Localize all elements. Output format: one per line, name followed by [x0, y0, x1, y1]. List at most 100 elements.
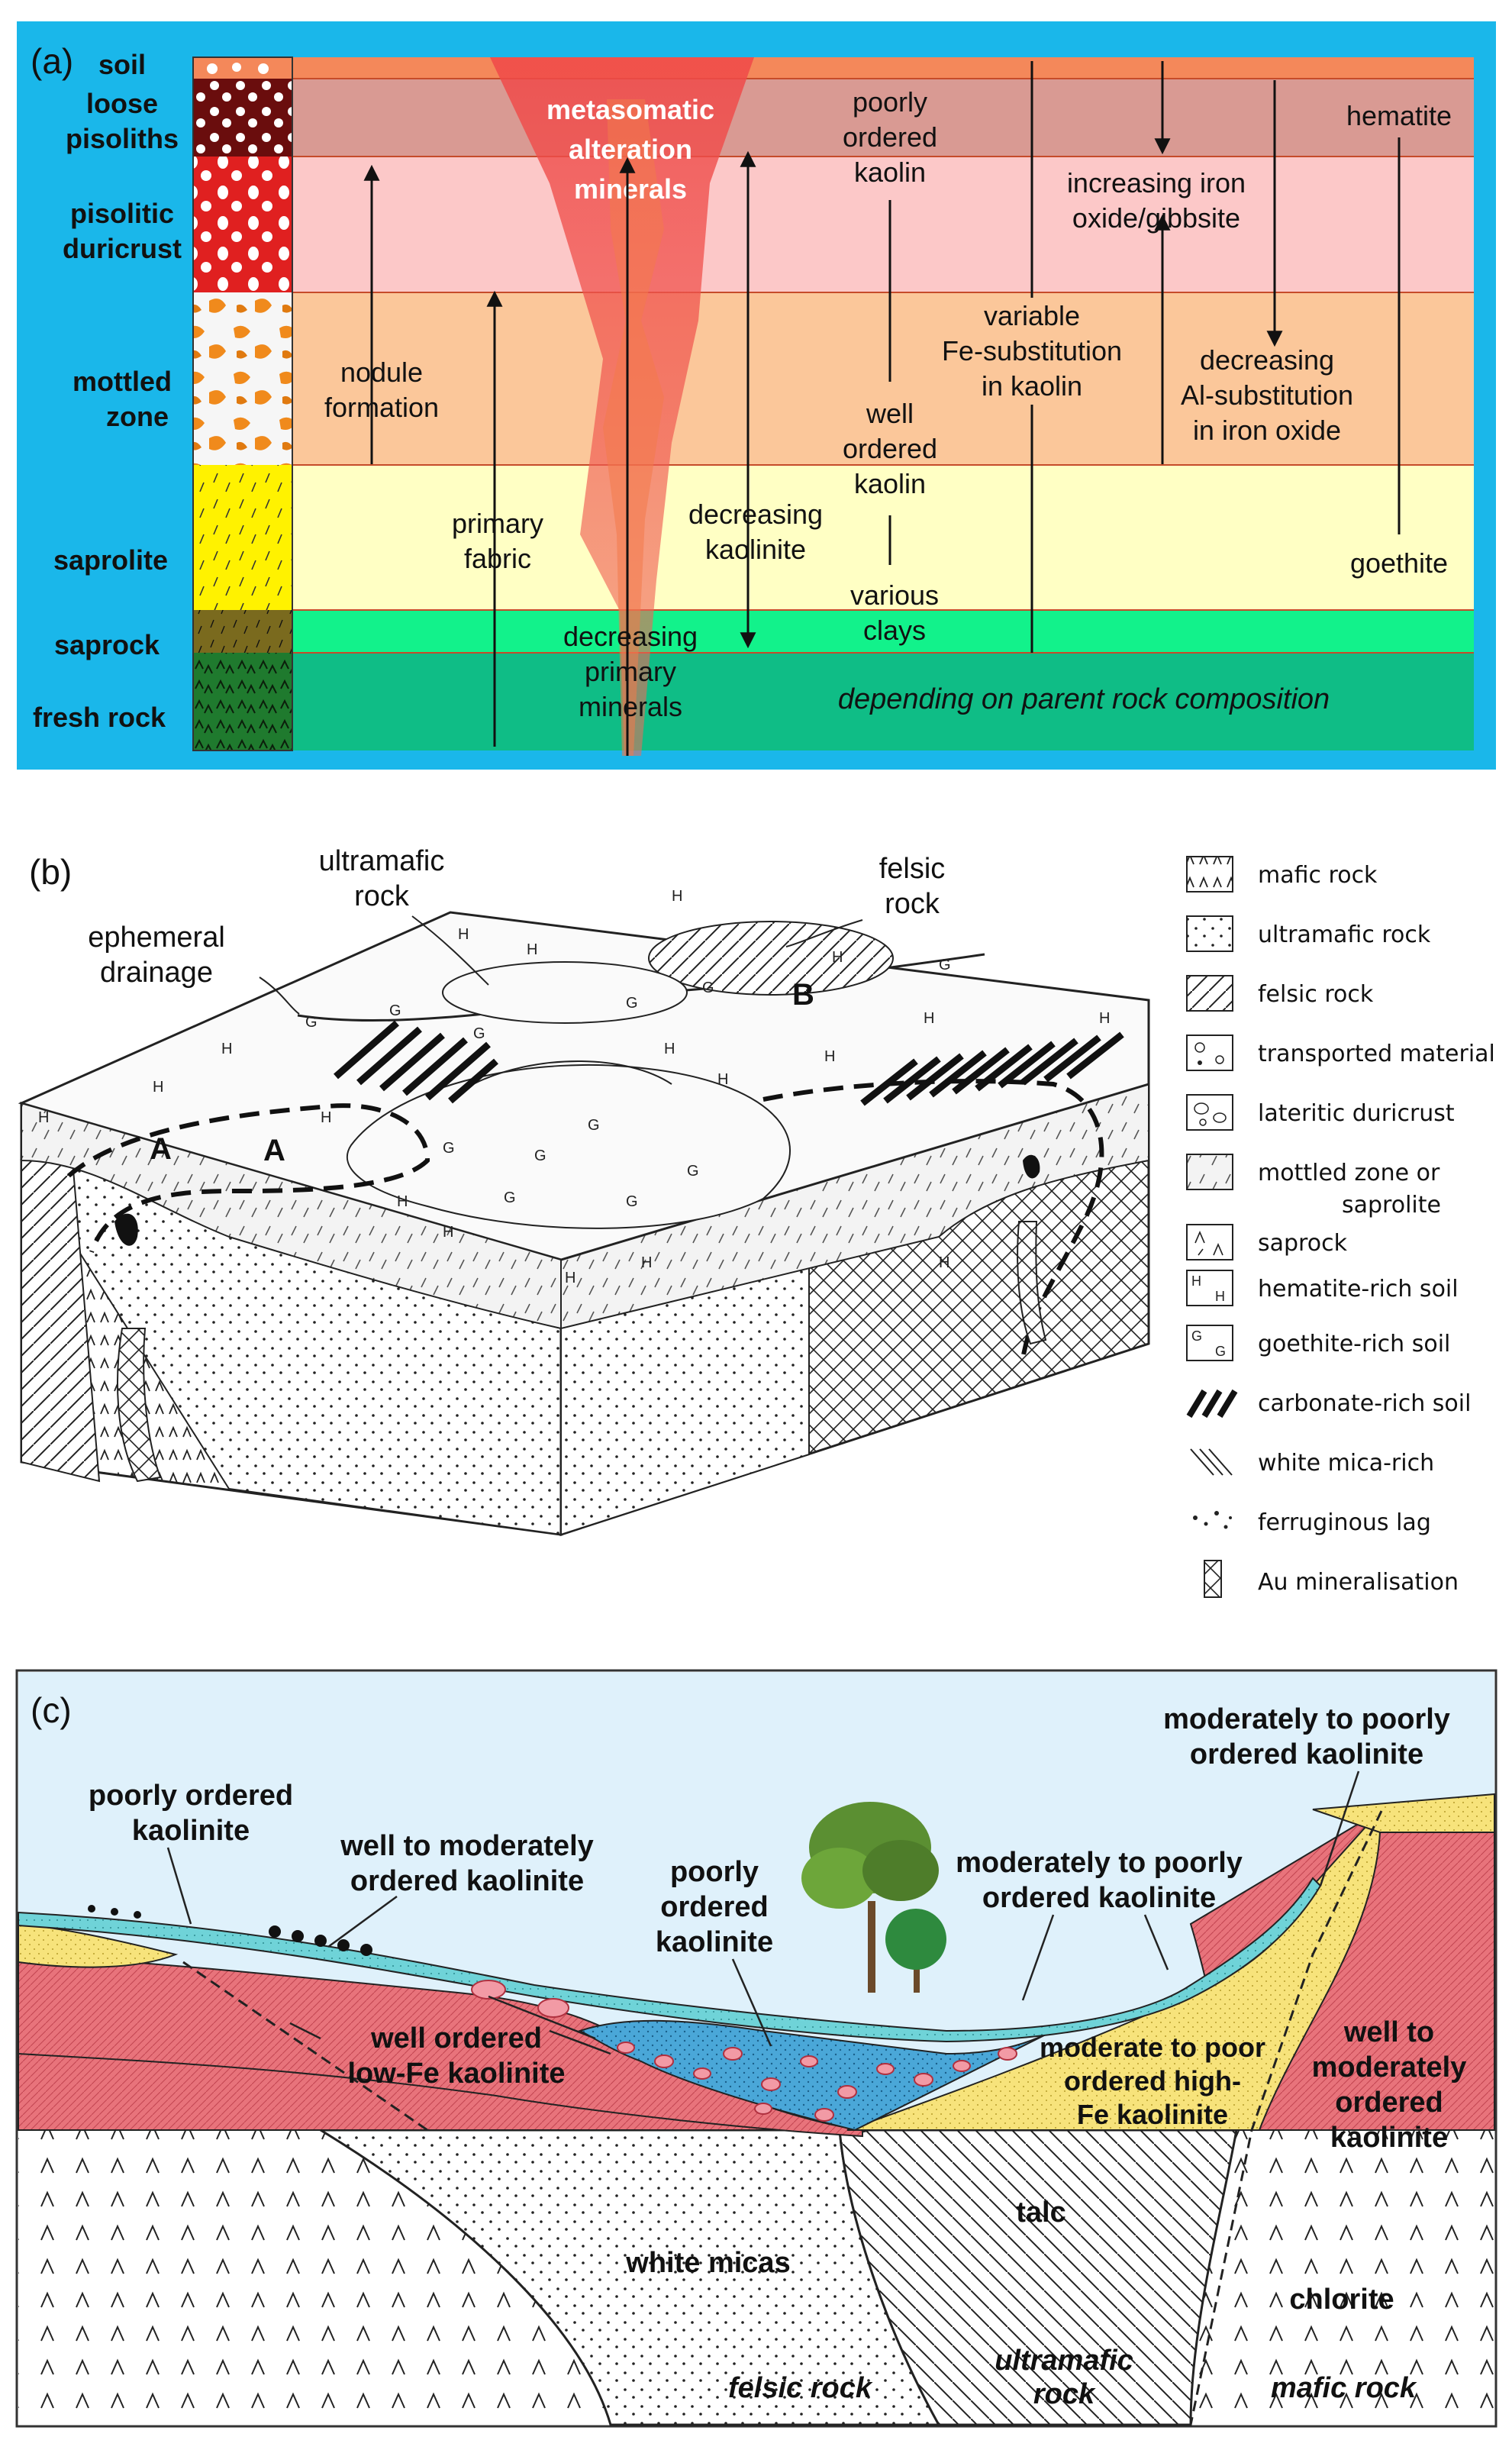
hematite-label: hematite	[1346, 100, 1452, 131]
svg-text:G: G	[389, 1002, 401, 1019]
c-well-low-fe-1: well ordered	[370, 2022, 542, 2055]
poorly-kaolin-line1: poorly	[853, 86, 927, 118]
label-pisoliths: pisoliths	[66, 123, 179, 154]
svg-text:ferruginous lag: ferruginous lag	[1258, 1509, 1431, 1536]
saprolite-band	[292, 465, 1474, 610]
svg-text:H: H	[664, 1041, 675, 1057]
lag-blob-left	[114, 1213, 138, 1246]
drainage-leader	[259, 976, 300, 1015]
legend-item-duricrust: lateritic duricrust	[1186, 1094, 1455, 1131]
c-chlorite: chlorite	[1289, 2284, 1394, 2316]
svg-text:H: H	[565, 1270, 575, 1286]
c-ultramafic-2: rock	[1033, 2378, 1096, 2410]
svg-text:H: H	[824, 1048, 835, 1065]
meta-line3: minerals	[574, 173, 687, 205]
drainage-label-1: ephemeral	[88, 922, 225, 954]
c-talc: talc	[1016, 2197, 1065, 2229]
yellow-deposit-left	[18, 1922, 179, 1968]
dec-kaolinite-line1: decreasing	[688, 499, 823, 530]
legend-item-transported: transported material	[1186, 1035, 1495, 1071]
well-kaolin-line1: well	[866, 398, 914, 429]
c-well-mod-right-3: ordered	[1335, 2087, 1443, 2119]
c-well-mod-right-4: kaolinite	[1330, 2122, 1448, 2154]
legend-item-mica: white mica-rich	[1190, 1448, 1434, 1477]
profile-labels: soil loose pisoliths pisolitic duricrust…	[33, 49, 182, 733]
arrows	[363, 61, 1401, 756]
svg-text:G: G	[626, 995, 638, 1012]
felsic-hill	[648, 921, 894, 996]
well-kaolin-line3: kaolin	[854, 468, 926, 499]
c-mafic-rock: mafic rock	[1271, 2372, 1417, 2404]
felsic-leader	[785, 919, 863, 947]
panel-a: (a) soil loose pisol	[17, 21, 1496, 770]
parent-rock-label: depending on parent rock composition	[838, 683, 1330, 715]
clays-line2: clays	[863, 615, 926, 646]
svg-text:goethite-rich soil: goethite-rich soil	[1258, 1331, 1450, 1357]
c-poorly-center-2: ordered	[660, 1891, 768, 1923]
c-well-low-fe-2: low-Fe kaolinite	[347, 2058, 565, 2090]
poorly-kaolin-line2: ordered	[843, 121, 937, 153]
pisolitic-duricrust-band	[292, 157, 1474, 292]
svg-text:H: H	[1215, 1289, 1225, 1304]
svg-text:H: H	[38, 1109, 49, 1126]
talc-bedrock	[838, 2129, 1238, 2426]
panel-a-tag: (a)	[31, 41, 73, 81]
legend-item-lag: ferruginous lag	[1193, 1509, 1431, 1536]
svg-text:hematite-rich soil: hematite-rich soil	[1258, 1276, 1459, 1302]
label-fresh-rock: fresh rock	[33, 702, 166, 733]
svg-text:G: G	[534, 1147, 546, 1164]
block-right-weathered	[560, 1083, 1149, 1330]
svg-text:Au mineralisation: Au mineralisation	[1258, 1569, 1459, 1596]
c-well-mod-right-1: well to	[1343, 2016, 1434, 2048]
svg-text:H: H	[321, 1109, 331, 1126]
fe-sub-line2: Fe-substitution	[942, 335, 1122, 366]
carbonate-bands	[334, 1020, 1124, 1106]
legend-item-goethite: G G goethite-rich soil	[1186, 1325, 1450, 1361]
svg-text:ultramafic rock: ultramafic rock	[1258, 922, 1431, 948]
annotations-c: poorly ordered kaolinite well to moderat…	[89, 1703, 1466, 2410]
fe-sub-line3: in kaolin	[982, 370, 1082, 402]
dec-primary-line2: primary	[585, 656, 676, 687]
clays-line1: various	[850, 579, 939, 611]
label-b: B	[792, 978, 814, 1012]
svg-text:G: G	[687, 1163, 699, 1180]
label-saprock: saprock	[54, 629, 160, 660]
svg-text:G: G	[504, 1189, 516, 1206]
svg-text:H: H	[1191, 1273, 1201, 1289]
al-sub-line1: decreasing	[1200, 344, 1334, 376]
nodule-line1: nodule	[340, 357, 423, 388]
svg-text:G: G	[939, 957, 951, 973]
c-high-fe-2: ordered high-	[1064, 2065, 1241, 2096]
lag-dots	[88, 1905, 372, 1956]
svg-text:saprolite: saprolite	[1342, 1192, 1441, 1218]
svg-text:H: H	[221, 1041, 232, 1057]
ultramafic-hill	[442, 961, 688, 1024]
svg-text:lateritic duricrust: lateritic duricrust	[1258, 1100, 1455, 1127]
profile-column	[192, 56, 293, 751]
iron-oxide-line1: increasing iron	[1067, 167, 1246, 199]
c-mod-poor-mid-1: moderately to poorly	[956, 1847, 1243, 1879]
tree-icon	[801, 1802, 946, 1993]
nodules	[471, 1980, 1017, 2122]
svg-text:H: H	[527, 941, 537, 958]
c-ultramafic-1: ultramafic	[995, 2345, 1133, 2377]
panel-c: (c)	[15, 1669, 1497, 2428]
panel-c-tag: (c)	[31, 1690, 72, 1730]
svg-text:H: H	[717, 1071, 728, 1088]
c-high-fe-3: Fe kaolinite	[1077, 2099, 1228, 2130]
felsic-label-2: rock	[885, 888, 940, 920]
legend-item-carbonate: carbonate-rich soil	[1186, 1389, 1471, 1419]
svg-text:G: G	[588, 1117, 600, 1134]
meta-line2: alteration	[569, 134, 692, 165]
svg-text:H: H	[458, 926, 469, 943]
svg-text:H: H	[443, 1224, 453, 1241]
legend-item-mafic: mafic rock	[1186, 856, 1378, 892]
svg-text:H: H	[1099, 1010, 1110, 1027]
label-duricrust: duricrust	[63, 233, 182, 264]
goethite-label: goethite	[1350, 547, 1448, 579]
svg-text:G: G	[443, 1140, 455, 1157]
fe-sub-line1: variable	[984, 300, 1080, 331]
fabric-line2: fabric	[464, 543, 531, 574]
